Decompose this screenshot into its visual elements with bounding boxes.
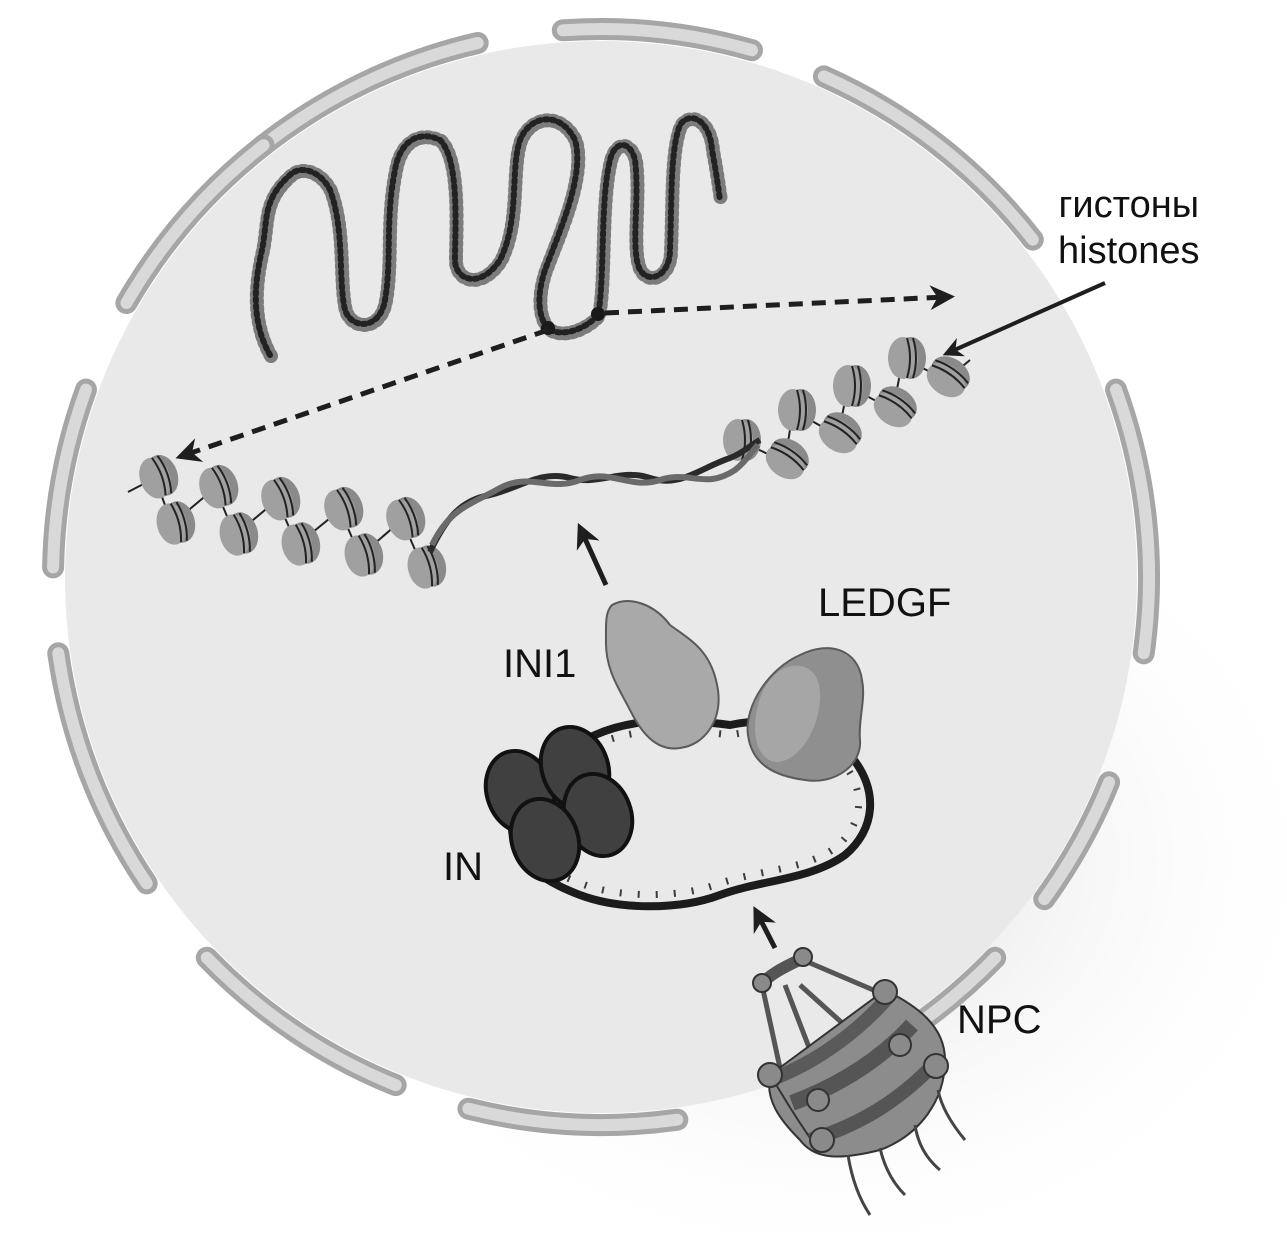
envelope-segment-inner <box>52 647 153 890</box>
envelope-segment-inner <box>462 1102 684 1132</box>
envelope-segment-inner <box>817 70 1039 246</box>
nucleosome-arrays <box>127 337 971 589</box>
nucleosome <box>873 386 917 428</box>
chromatin-anchor-dot <box>591 307 605 321</box>
nucleosome <box>765 438 809 480</box>
integrase-subunit <box>508 796 582 884</box>
nucleosome <box>888 337 926 379</box>
nucleosome <box>778 389 816 431</box>
nucleosome <box>818 412 862 454</box>
envelope-segment-inner <box>556 22 758 57</box>
pre-integration-complex <box>483 600 874 911</box>
nucleosome <box>219 512 259 556</box>
envelope-segment-inner <box>47 383 92 574</box>
nucleosome <box>833 365 871 407</box>
envelope-segment-inner <box>1110 383 1156 660</box>
histones-label: гистоны histones <box>1058 182 1200 274</box>
nucleosome <box>156 501 196 545</box>
histones-label-ru: гистоны <box>1058 184 1200 226</box>
nucleosome <box>324 486 364 531</box>
arrow-npc-to-pic <box>753 906 778 950</box>
npc-label: NPC <box>957 998 1042 1042</box>
ledgf-label: LEDGF <box>818 581 952 625</box>
nucleosome <box>261 476 301 521</box>
envelope-segment-inner <box>120 139 270 309</box>
nucleosome <box>139 454 179 499</box>
nucleosome <box>386 496 426 541</box>
dashed-arrow-right <box>604 285 955 316</box>
nucleosome <box>407 545 447 589</box>
histones-pointer-arrow <box>942 281 1106 357</box>
histones-label-en: histones <box>1058 230 1200 272</box>
dashed-arrow-left <box>175 327 549 462</box>
condensed-chromatin <box>249 112 728 363</box>
envelope-segment-inner <box>257 37 484 152</box>
integrase-label: IN <box>443 845 483 889</box>
nucleosome <box>344 533 384 577</box>
nucleosome <box>281 522 321 566</box>
nucleosome <box>926 356 970 398</box>
naked-dna-helix <box>427 437 762 554</box>
ini1-label: INI1 <box>503 642 577 686</box>
envelope-segment-inner <box>1038 776 1116 906</box>
envelope-segment-inner <box>200 951 402 1092</box>
ini1-protein <box>604 600 720 750</box>
nuclear-pore-complex <box>752 947 967 1216</box>
nucleosome <box>199 464 239 509</box>
arrow-pic-to-dna <box>576 522 609 587</box>
